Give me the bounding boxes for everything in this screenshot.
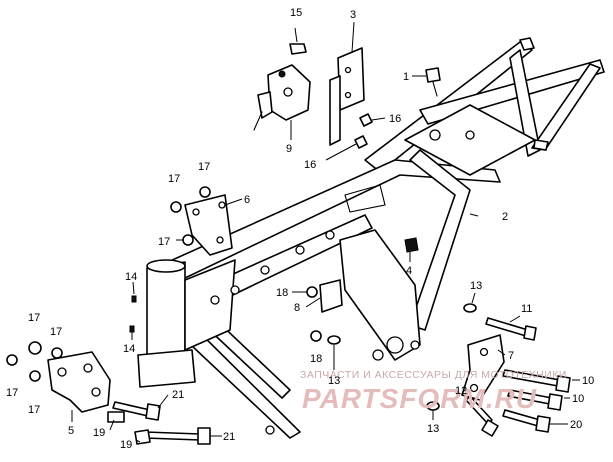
part-6-bracket (184, 194, 233, 256)
watermark-logo-text: PARTSFORM.RU (302, 383, 537, 414)
callout-16-upper: 16 (389, 113, 401, 125)
callout-18-upper: 18 (276, 287, 288, 299)
callout-16-lower: 16 (304, 159, 316, 171)
callout-5: 5 (68, 425, 74, 437)
callout-8: 8 (294, 302, 300, 314)
callout-17-b: 17 (198, 161, 210, 173)
callout-21-lower: 21 (223, 431, 235, 443)
callout-2: 2 (502, 211, 508, 223)
callout-17-d: 17 (28, 312, 40, 324)
callout-21-upper: 21 (172, 389, 184, 401)
part-8-plate (319, 279, 343, 313)
callout-12: 12 (455, 385, 467, 397)
callout-17-f: 17 (6, 387, 18, 399)
callout-13-upper: 13 (470, 280, 482, 292)
callout-17-g: 17 (28, 404, 40, 416)
callout-13-middle: 13 (328, 375, 340, 387)
callout-20: 20 (570, 419, 582, 431)
callout-labels: 15 3 1 9 16 16 17 17 6 17 2 4 14 14 18 8… (6, 7, 594, 451)
callout-17-c: 17 (158, 236, 170, 248)
callout-13-lower: 13 (427, 423, 439, 435)
callout-17-e: 17 (50, 326, 62, 338)
callout-14-lower: 14 (123, 343, 135, 355)
callout-10-upper: 10 (582, 375, 594, 387)
leader-lines (71, 21, 580, 443)
callout-4: 4 (406, 265, 412, 277)
callout-18-lower: 18 (310, 353, 322, 365)
part-7-bracket (461, 334, 505, 401)
callout-7: 7 (508, 350, 514, 362)
callout-15: 15 (290, 7, 302, 19)
part-3-bracket (329, 47, 365, 146)
callout-6: 6 (244, 194, 250, 206)
callout-10-lower: 10 (572, 393, 584, 405)
callout-19-upper: 19 (93, 427, 105, 439)
callout-17-a: 17 (168, 173, 180, 185)
callout-1: 1 (403, 71, 409, 83)
callout-3: 3 (350, 9, 356, 21)
fasteners (6, 43, 571, 445)
callout-11: 11 (521, 303, 532, 315)
callout-14-upper: 14 (125, 271, 137, 283)
main-frame (137, 37, 605, 439)
part-5-hanger (47, 351, 111, 413)
watermark-tagline: ЗАПЧАСТИ И АКСЕССУАРЫ ДЛЯ МОТОТЕХНИКИ (300, 369, 567, 381)
callout-19-lower: 19 (120, 439, 132, 451)
callout-9: 9 (286, 143, 292, 155)
part-9-bracket (253, 64, 311, 131)
watermark: ЗАПЧАСТИ И АКСЕССУАРЫ ДЛЯ МОТОТЕХНИКИ PA… (300, 369, 567, 414)
